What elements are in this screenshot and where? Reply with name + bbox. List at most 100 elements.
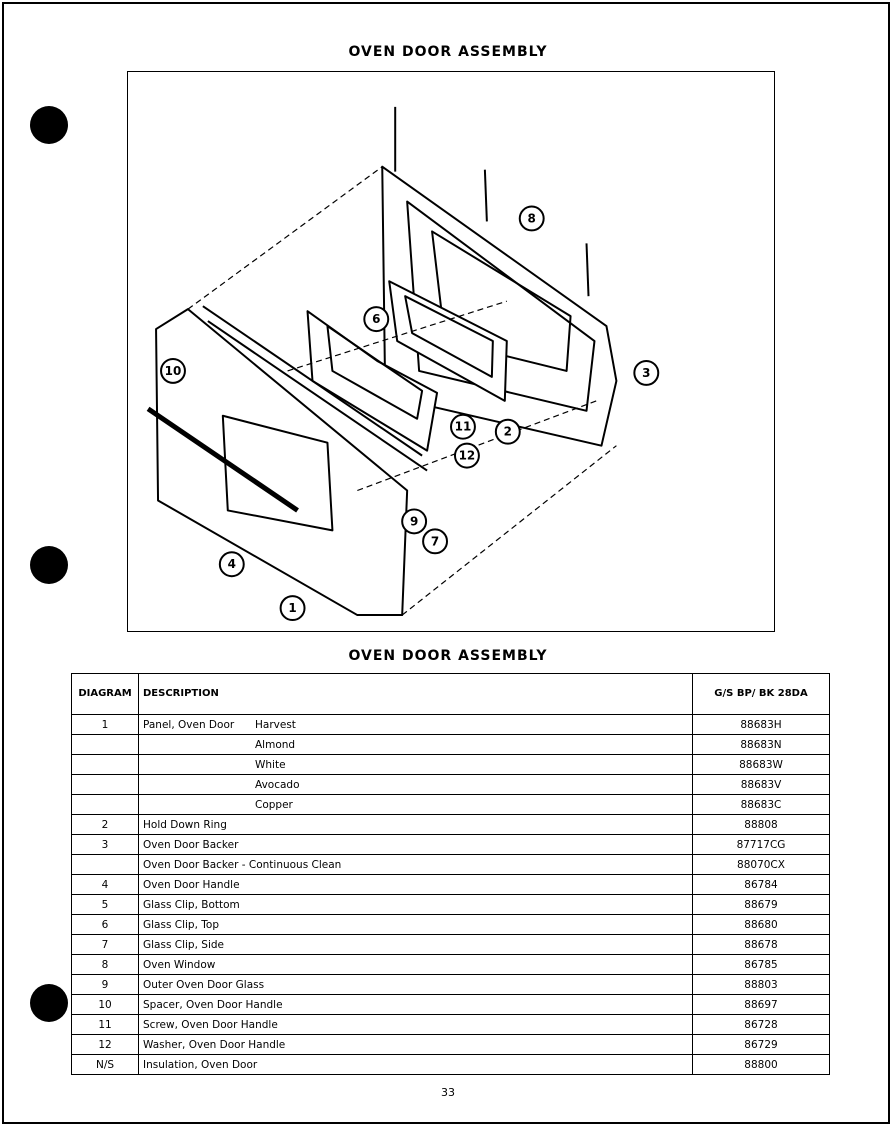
description-wrap: Oven Window — [143, 956, 688, 974]
callout-4: 4 — [228, 557, 236, 571]
description-wrap: Washer, Oven Door Handle — [143, 1036, 688, 1054]
cell-description: Almond — [138, 734, 693, 755]
description-wrap: Hold Down Ring — [143, 816, 688, 834]
cell-part-number: 86784 — [692, 874, 830, 895]
description-wrap: Oven Door Backer - Continuous Clean — [143, 856, 688, 874]
callout-1: 1 — [288, 601, 296, 615]
cell-description: Glass Clip, Bottom — [138, 894, 693, 915]
cell-diagram: 6 — [71, 914, 139, 935]
description-text: Screw, Oven Door Handle — [143, 1018, 278, 1031]
punch-hole-bottom — [30, 984, 68, 1022]
cell-description: Avocado — [138, 774, 693, 795]
cell-diagram: 3 — [71, 834, 139, 855]
color-variant — [215, 956, 688, 974]
cell-diagram: 12 — [71, 1034, 139, 1055]
color-variant — [283, 996, 688, 1014]
cell-diagram — [71, 774, 139, 795]
punch-hole-middle — [30, 546, 68, 584]
callout-9: 9 — [410, 514, 418, 528]
description-text: Glass Clip, Side — [143, 938, 224, 951]
cell-description: Oven Door Backer - Continuous Clean — [138, 854, 693, 875]
description-wrap: Avocado — [143, 776, 688, 794]
description-wrap: Spacer, Oven Door Handle — [143, 996, 688, 1014]
cell-description: Copper — [138, 794, 693, 815]
cell-diagram: 4 — [71, 874, 139, 895]
description-text — [143, 776, 255, 794]
cell-diagram — [71, 754, 139, 775]
cell-diagram: 2 — [71, 814, 139, 835]
description-wrap: Oven Door Handle — [143, 876, 688, 894]
diagram-callouts: 1 2 3 4 6 8 9 10 11 12 7 — [160, 205, 660, 622]
description-text: Oven Door Backer - Continuous Clean — [143, 858, 342, 871]
cell-part-number: 88070CX — [692, 854, 830, 875]
description-text: Oven Door Backer — [143, 838, 239, 851]
table-row: 4 Oven Door Handle 86784 — [71, 874, 830, 895]
description-wrap: Screw, Oven Door Handle — [143, 1016, 688, 1034]
cell-description: Oven Door Handle — [138, 874, 693, 895]
cell-description: Oven Door Backer — [138, 834, 693, 855]
color-variant: Almond — [255, 738, 296, 751]
cell-part-number: 86785 — [692, 954, 830, 975]
description-wrap: Outer Oven Door Glass — [143, 976, 688, 994]
description-wrap: Glass Clip, Top — [143, 916, 688, 934]
color-variant — [227, 816, 688, 834]
cell-part-number: 86728 — [692, 1014, 830, 1035]
description-wrap: Glass Clip, Side — [143, 936, 688, 954]
color-variant — [238, 836, 688, 854]
description-wrap: Oven Door Backer — [143, 836, 688, 854]
cell-part-number: 87717CG — [692, 834, 830, 855]
cell-part-number: 88679 — [692, 894, 830, 915]
description-wrap: Copper — [143, 796, 688, 814]
color-variant: Copper — [255, 798, 293, 811]
callout-7: 7 — [431, 534, 439, 548]
description-text: Panel, Oven Door — [143, 718, 235, 731]
description-text: Outer Oven Door Glass — [143, 978, 265, 991]
cell-part-number: 88808 — [692, 814, 830, 835]
description-text — [143, 756, 255, 774]
description-text: Insulation, Oven Door — [143, 1058, 258, 1071]
header-part-number: G/S BP/ BK 28DA — [692, 673, 830, 715]
punch-hole-top — [30, 106, 68, 144]
cell-description: Washer, Oven Door Handle — [138, 1034, 693, 1055]
cell-description: Glass Clip, Side — [138, 934, 693, 955]
color-variant: White — [255, 758, 286, 771]
description-text: Oven Door Handle — [143, 878, 240, 891]
cell-diagram — [71, 794, 139, 815]
cell-part-number: 88683C — [692, 794, 830, 815]
page-number: 33 — [441, 1086, 455, 1099]
description-wrap: Insulation, Oven Door — [143, 1056, 688, 1074]
cell-description: Spacer, Oven Door Handle — [138, 994, 693, 1015]
color-variant — [341, 856, 688, 874]
description-wrap: Glass Clip, Bottom — [143, 896, 688, 914]
cell-description: Oven Window — [138, 954, 693, 975]
color-variant — [257, 1056, 688, 1074]
callout-3: 3 — [642, 366, 650, 380]
cell-diagram: 8 — [71, 954, 139, 975]
cell-diagram: N/S — [71, 1054, 139, 1075]
cell-part-number: 88683N — [692, 734, 830, 755]
callout-2: 2 — [504, 425, 512, 439]
cell-diagram — [71, 734, 139, 755]
cell-part-number: 88683H — [692, 714, 830, 735]
table-row: Oven Door Backer - Continuous Clean 88070… — [71, 854, 830, 875]
description-text — [143, 796, 255, 814]
cell-description: Insulation, Oven Door — [138, 1054, 693, 1075]
callout-12: 12 — [459, 449, 476, 463]
cell-diagram: 5 — [71, 894, 139, 915]
header-diagram: DIAGRAM — [71, 673, 139, 715]
cell-part-number: 88800 — [692, 1054, 830, 1075]
description-text: Washer, Oven Door Handle — [143, 1038, 286, 1051]
cell-diagram: 7 — [71, 934, 139, 955]
table-title: OVEN DOOR ASSEMBLY — [348, 648, 548, 664]
cell-diagram — [71, 854, 139, 875]
